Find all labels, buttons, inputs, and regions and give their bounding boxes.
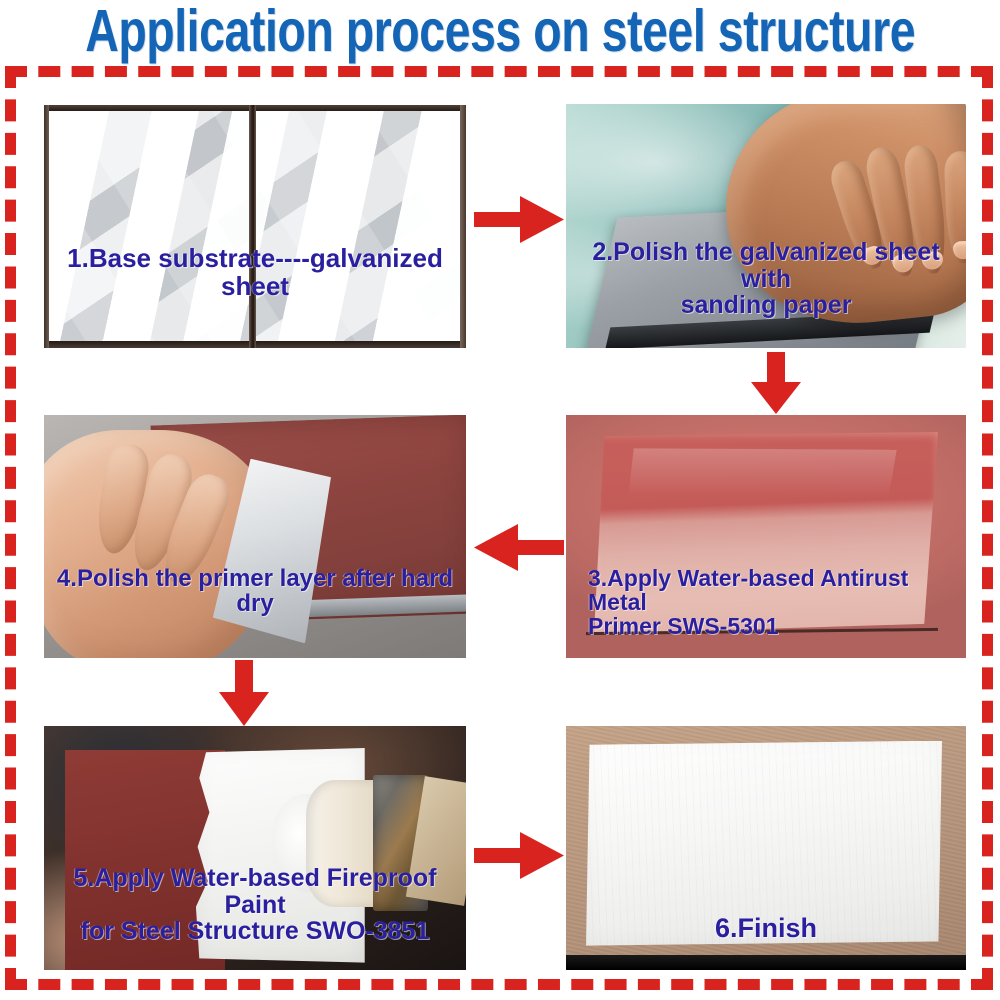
process-step-3: 3.Apply Water-based Antirust Metal Prime…: [566, 415, 966, 658]
step-3-photo: [566, 415, 966, 658]
step-5-photo: [44, 726, 466, 970]
sheet-left-edge: [44, 105, 49, 348]
fingernail-1: [859, 244, 885, 269]
page-header: Application process on steel structure: [0, 0, 1000, 65]
finger-4: [943, 150, 966, 265]
process-step-5: 5.Apply Water-based Fireproof Paint for …: [44, 726, 466, 970]
process-step-2: 2.Polish the galvanized sheet with sandi…: [566, 104, 966, 348]
bottom-shadow-bar: [566, 955, 966, 970]
step-4-photo: [44, 415, 466, 658]
arrow-step4-to-step5-icon: [216, 660, 272, 726]
step-1-photo: [44, 105, 466, 348]
process-step-4: 4.Polish the primer layer after hard dry: [44, 415, 466, 658]
finished-white-panel: [586, 740, 942, 946]
step-2-photo: [566, 104, 966, 348]
paint-texture: [586, 740, 942, 946]
brush-bristles: [305, 779, 386, 907]
sheet-right-edge: [460, 105, 466, 348]
step-6-photo: [566, 726, 966, 970]
arrow-step2-to-step3-icon: [748, 352, 804, 414]
plate-gloss-highlight: [628, 448, 897, 498]
fingernail-3: [921, 250, 945, 272]
process-step-6: 6.Finish: [566, 726, 966, 970]
fingernail-4: [952, 240, 966, 260]
primer-coated-plate: [594, 432, 938, 635]
fingernail-2: [891, 252, 916, 275]
process-step-1: 1.Base substrate----galvanized sheet: [44, 105, 466, 348]
page-title: Application process on steel structure: [85, 0, 915, 65]
sheet-center-seam: [248, 105, 256, 348]
arrow-step1-to-step2-icon: [474, 192, 564, 247]
arrow-step5-to-step6-icon: [474, 828, 564, 883]
arrow-step3-to-step4-icon: [474, 520, 564, 575]
